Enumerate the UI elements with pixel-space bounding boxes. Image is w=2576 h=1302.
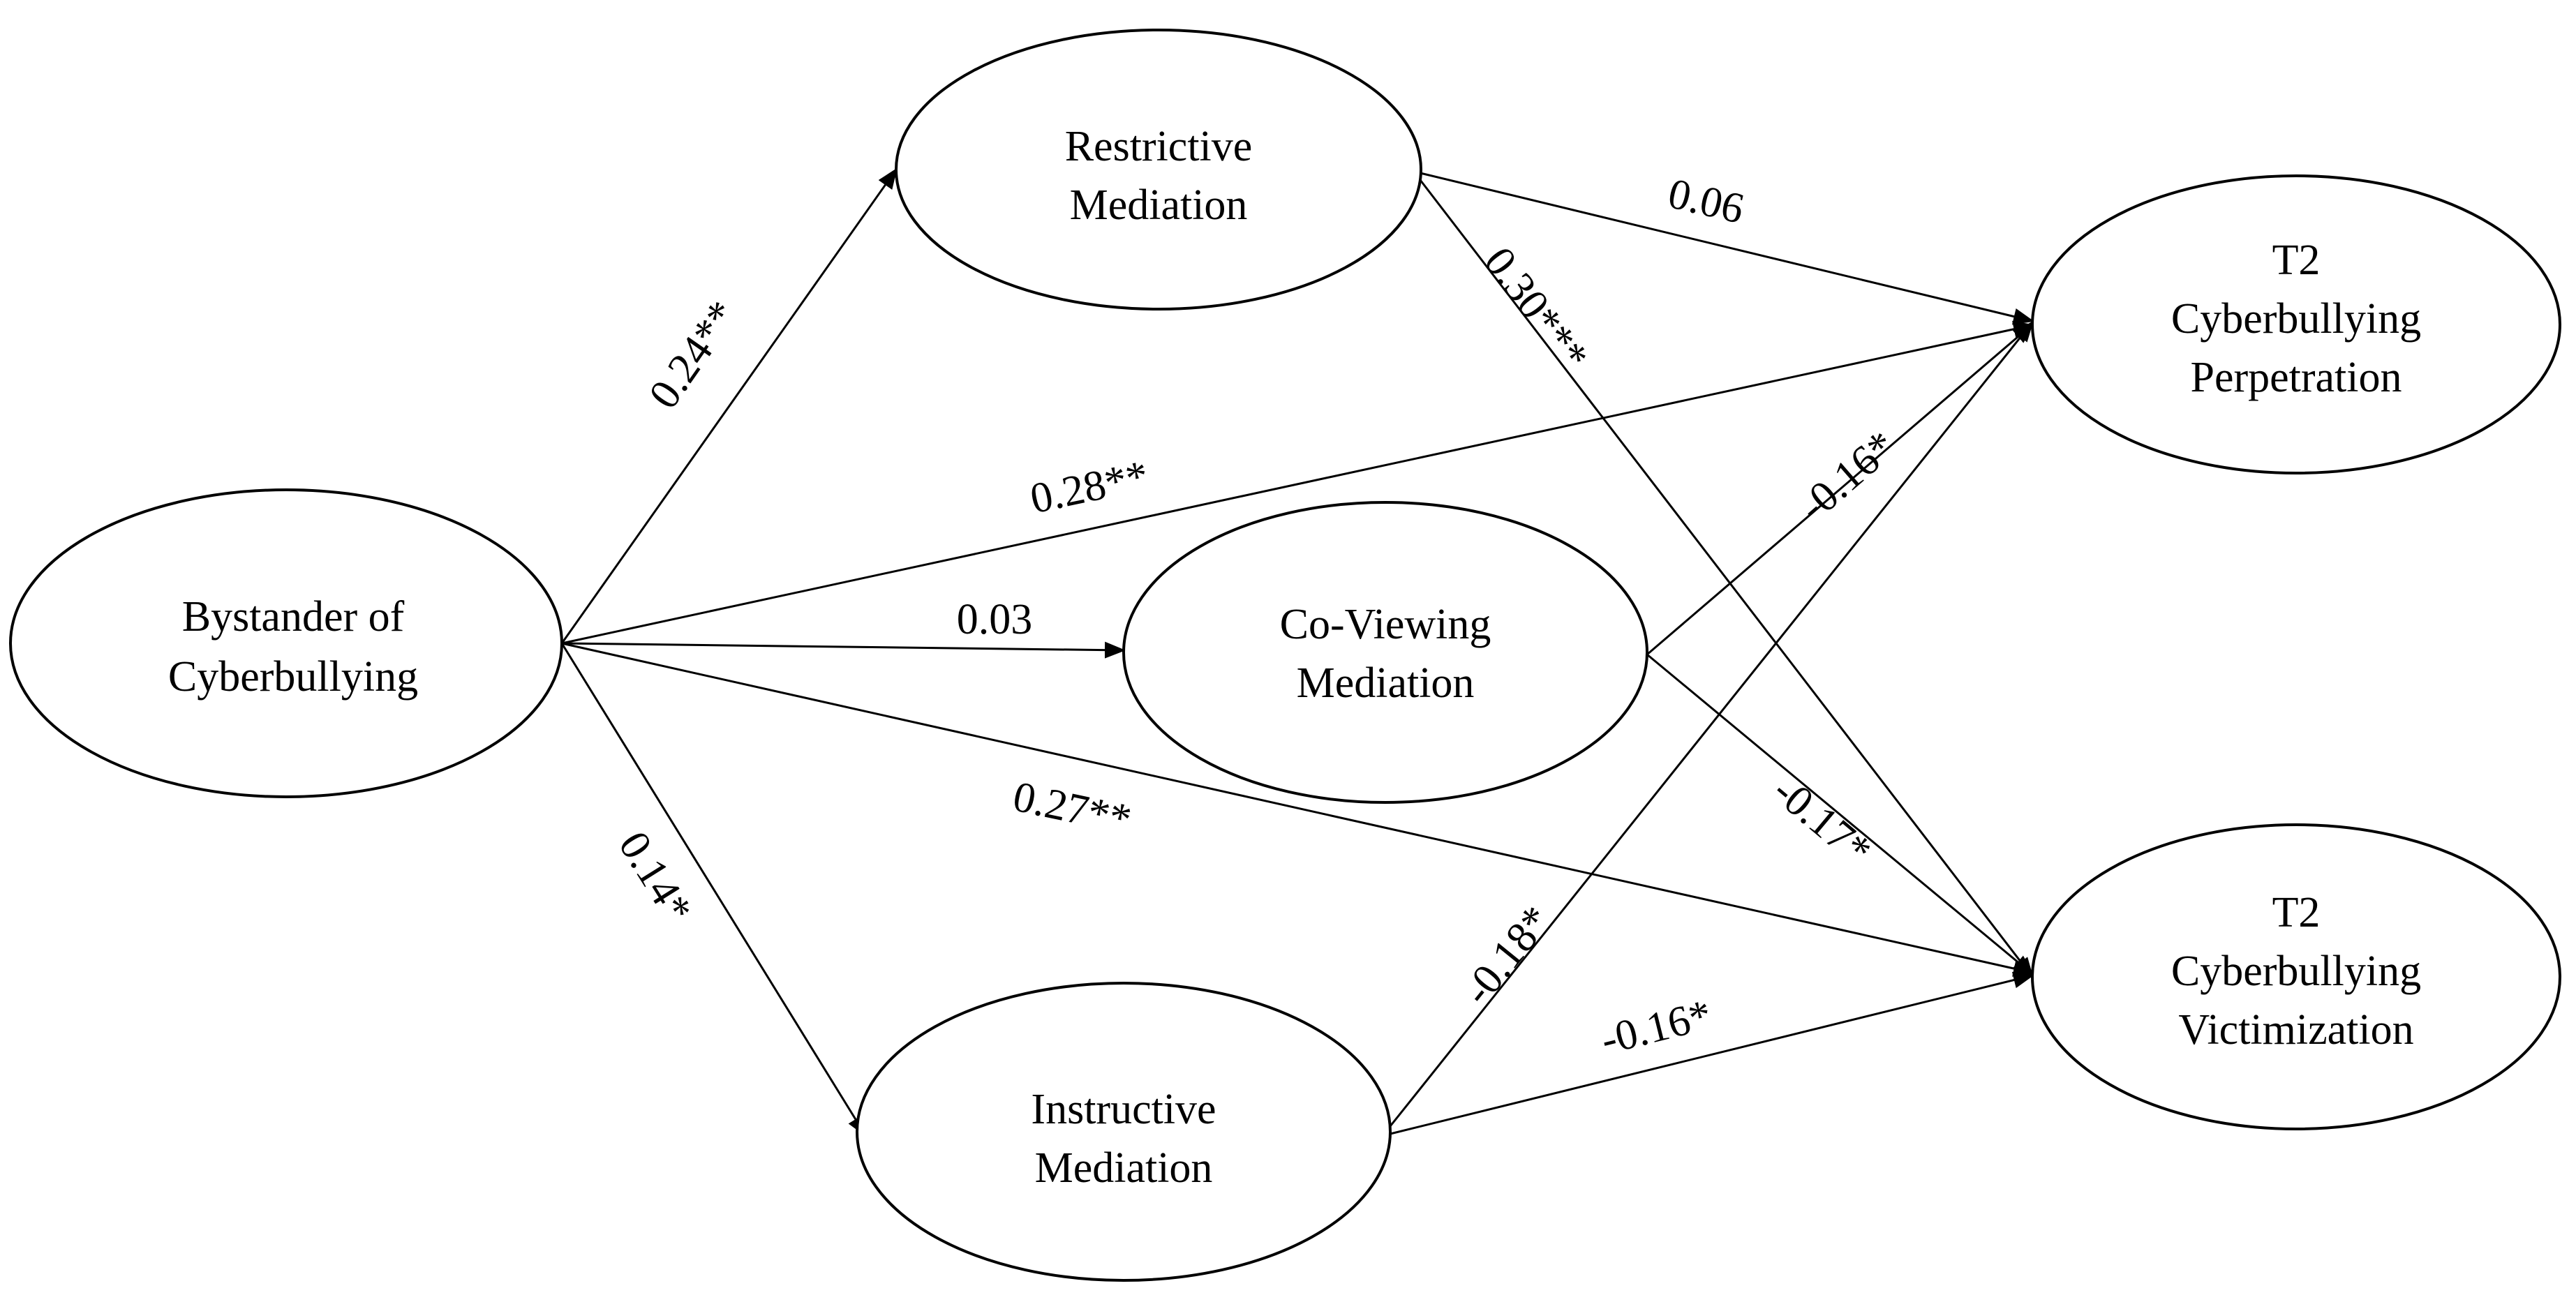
edge-bystander-victimization bbox=[561, 642, 2034, 977]
node-restrictive: Restrictive Mediation bbox=[895, 29, 1422, 310]
label-bystander-perpetration: 0.28** bbox=[1026, 451, 1152, 523]
node-perpetration: T2 Cyberbullying Perpetration bbox=[2031, 174, 2561, 474]
label-bystander-coviewing: 0.03 bbox=[957, 596, 1033, 643]
node-instructive-line-2: Mediation bbox=[1035, 1144, 1213, 1192]
node-instructive-line-1: Instructive bbox=[1031, 1086, 1216, 1133]
edge-restrictive-victimization bbox=[1419, 179, 2034, 979]
label-bystander-instructive: 0.14* bbox=[609, 823, 701, 931]
node-coviewing-line-2: Mediation bbox=[1297, 659, 1475, 707]
label-instructive-perpetration: -0.18* bbox=[1454, 897, 1561, 1014]
node-bystander: Bystander of Cyberbullying bbox=[9, 488, 563, 798]
edge-bystander-restrictive bbox=[560, 167, 898, 644]
node-perpetration-line-3: Perpetration bbox=[2190, 354, 2402, 401]
node-bystander-line-1: Bystander of bbox=[182, 593, 405, 641]
label-instructive-victimization: -0.16* bbox=[1596, 991, 1716, 1064]
node-perpetration-line-2: Cyberbullying bbox=[2171, 295, 2421, 343]
node-victimization-line-3: Victimization bbox=[2178, 1006, 2413, 1054]
node-coviewing: Co-Viewing Mediation bbox=[1122, 501, 1648, 804]
edge-coviewing-victimization bbox=[1646, 653, 2034, 975]
label-bystander-victimization: 0.27** bbox=[1009, 772, 1136, 844]
edge-restrictive-perpetration bbox=[1420, 172, 2034, 325]
node-perpetration-line-1: T2 bbox=[2272, 237, 2321, 284]
node-victimization-line-1: T2 bbox=[2272, 889, 2321, 936]
edge-instructive-perpetration bbox=[1389, 320, 2034, 1127]
node-restrictive-line-2: Mediation bbox=[1070, 181, 1248, 229]
edge-instructive-victimization bbox=[1390, 971, 2034, 1135]
node-restrictive-line-1: Restrictive bbox=[1065, 123, 1253, 170]
edge-bystander-instructive bbox=[560, 643, 867, 1137]
label-coviewing-perpetration: -0.16* bbox=[1789, 422, 1905, 531]
edge-bystander-coviewing bbox=[561, 641, 1126, 659]
label-restrictive-perpetration: 0.06 bbox=[1664, 170, 1748, 233]
node-coviewing-line-1: Co-Viewing bbox=[1280, 601, 1491, 648]
label-bystander-restrictive: 0.24** bbox=[640, 292, 747, 417]
edge-coviewing-perpetration bbox=[1646, 323, 2034, 656]
edges bbox=[560, 167, 2034, 1137]
node-instructive: Instructive Mediation bbox=[856, 982, 1392, 1282]
edge-bystander-perpetration bbox=[561, 320, 2034, 645]
node-victimization: T2 Cyberbullying Victimization bbox=[2031, 823, 2561, 1130]
node-victimization-line-2: Cyberbullying bbox=[2171, 948, 2421, 995]
node-bystander-line-2: Cyberbullying bbox=[168, 653, 418, 701]
label-coviewing-victimization: -0.17* bbox=[1764, 767, 1880, 875]
label-restrictive-victimization: 0.30*** bbox=[1475, 239, 1598, 380]
nodes: Bystander of Cyberbullying Restrictive M… bbox=[9, 29, 2561, 1282]
